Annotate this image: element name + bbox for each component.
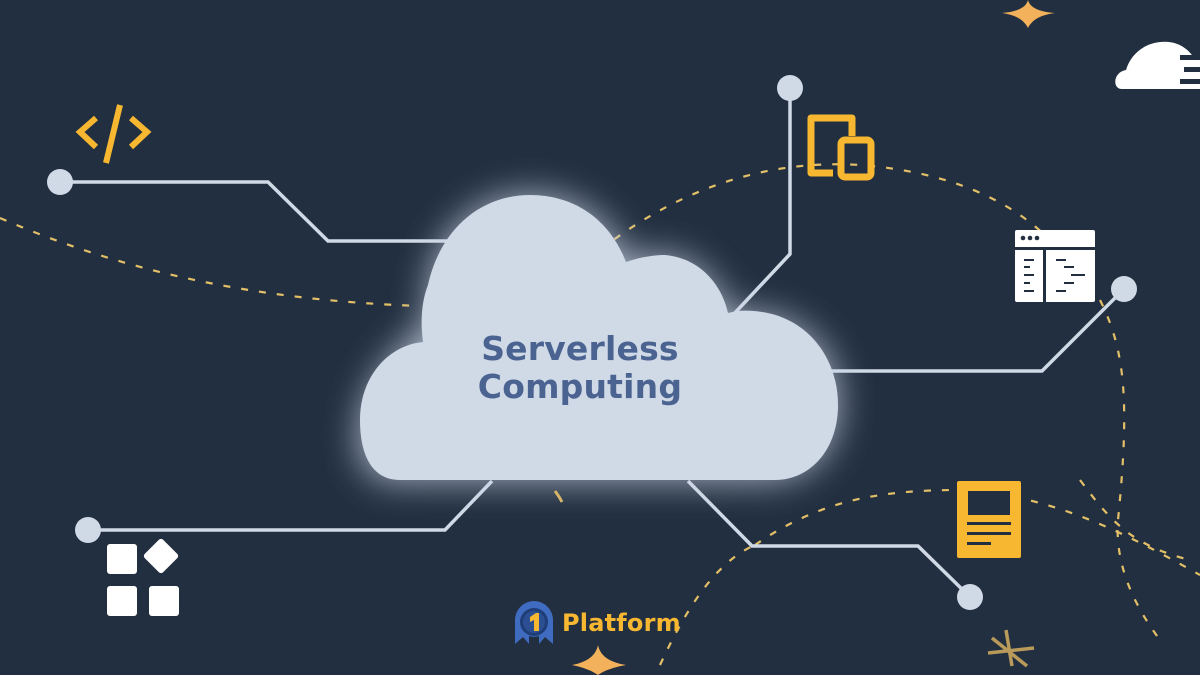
document-icon: [957, 481, 1021, 558]
dash-mark: [553, 490, 564, 503]
brand-badge-icon: [515, 601, 553, 644]
asterisk-sparkle-icon: [987, 629, 1035, 668]
circuit-lines: [60, 88, 1126, 599]
main-cloud-shape: [360, 195, 838, 480]
cloud-speed-icon: [1115, 41, 1200, 89]
code-brackets-icon: [75, 104, 152, 164]
sparkle-star-icon: [1002, 0, 1055, 28]
brand-logo[interactable]: Platform: [512, 600, 681, 646]
circuit-nodes: [47, 75, 1137, 610]
apps-grid-icon: [107, 538, 179, 616]
brand-name: Platform: [562, 609, 681, 637]
browser-code-window-icon: [1015, 230, 1095, 302]
devices-icon: [807, 114, 875, 181]
hero-title-line2: Computing: [477, 367, 683, 406]
hero-title: Serverless Computing: [420, 330, 740, 406]
hero-title-line1: Serverless: [481, 329, 679, 368]
bottom-star-icon: [572, 645, 626, 675]
